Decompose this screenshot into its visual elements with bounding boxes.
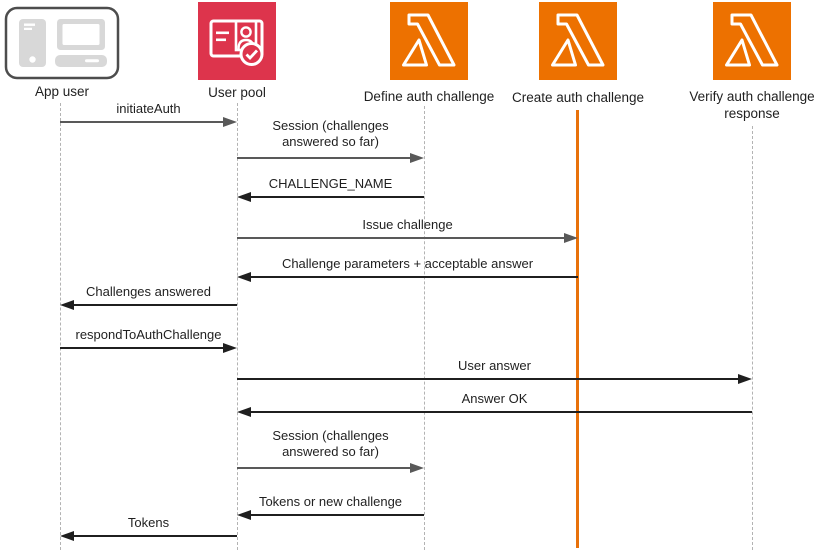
arrowhead-icon xyxy=(237,191,251,202)
arrowhead-icon xyxy=(223,116,237,127)
arrowhead-icon xyxy=(564,232,578,243)
arrowhead-icon xyxy=(223,342,237,353)
message-line xyxy=(237,378,740,380)
message-label: respondToAuthChallenge xyxy=(75,327,222,342)
message-label: Session (challenges answered so far) xyxy=(272,118,389,149)
message-label: Challenge parameters + acceptable answer xyxy=(281,256,534,271)
arrowhead-icon xyxy=(410,462,424,473)
lifeline-create-auth xyxy=(576,110,579,548)
arrowhead-icon xyxy=(60,530,74,541)
lambda-icon xyxy=(713,2,791,80)
message-label: Answer OK xyxy=(461,391,528,406)
lifeline-define-auth xyxy=(424,106,425,550)
message-label: Session (challenges answered so far) xyxy=(272,428,389,459)
message-label: User answer xyxy=(458,358,531,373)
message-line xyxy=(249,276,578,278)
message-line xyxy=(249,411,752,413)
id-card-check-icon xyxy=(198,2,276,80)
message-line xyxy=(249,196,424,198)
arrowhead-icon xyxy=(237,271,251,282)
message-line xyxy=(60,121,225,123)
message-label: initiateAuth xyxy=(116,101,181,116)
actor-label-user-pool: User pool xyxy=(208,85,266,100)
message-line xyxy=(60,347,225,349)
actor-label-define-auth: Define auth challenge xyxy=(363,89,495,104)
actor-label-app-user: App user xyxy=(34,84,90,99)
message-line xyxy=(72,535,237,537)
message-line xyxy=(237,467,412,469)
message-label: Issue challenge xyxy=(362,217,453,232)
arrowhead-icon xyxy=(60,299,74,310)
arrowhead-icon xyxy=(237,509,251,520)
lifeline-user-pool xyxy=(237,103,238,550)
actor-label-verify-auth: Verify auth challenge response xyxy=(689,89,815,121)
message-line xyxy=(72,304,237,306)
arrowhead-icon xyxy=(410,152,424,163)
message-line xyxy=(237,157,412,159)
message-line xyxy=(249,514,424,516)
lifeline-verify-auth xyxy=(752,126,753,550)
lambda-icon xyxy=(390,2,468,80)
message-line xyxy=(237,237,566,239)
message-label: Challenges answered xyxy=(85,284,212,299)
lifeline-app-user xyxy=(60,103,61,550)
message-label: Tokens or new challenge xyxy=(258,494,403,509)
actor-label-create-auth: Create auth challenge xyxy=(511,90,645,105)
message-label: CHALLENGE_NAME xyxy=(268,176,393,191)
arrowhead-icon xyxy=(738,373,752,384)
lambda-icon xyxy=(539,2,617,80)
devices-icon xyxy=(4,6,120,80)
message-label: Tokens xyxy=(127,515,170,530)
arrowhead-icon xyxy=(237,406,251,417)
